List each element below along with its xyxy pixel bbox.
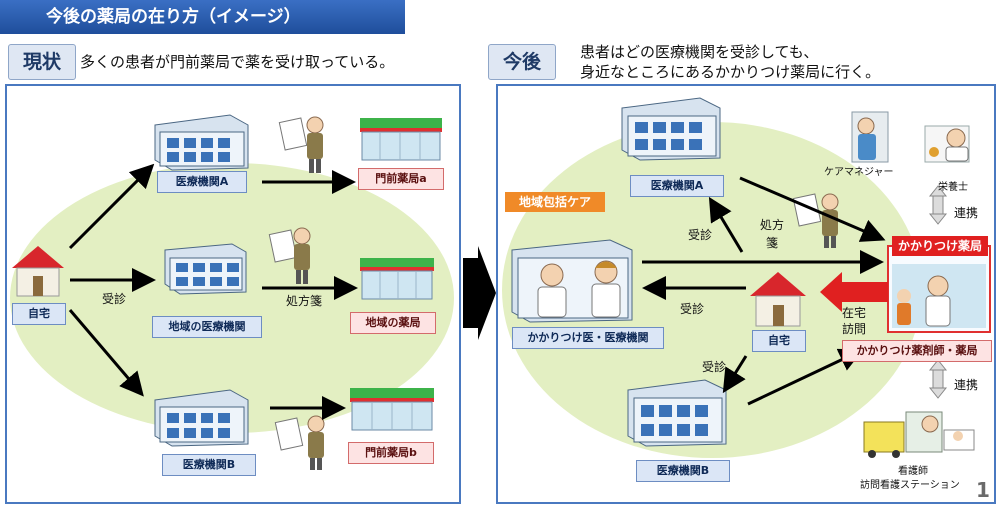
label-pharmacy-b: 門前薬局b: [348, 442, 434, 464]
patient-with-prescription-icon-2: [268, 227, 311, 284]
label-future-consult-mid: 受診: [680, 302, 705, 316]
label-visiting-nurse-station: 訪問看護ステーション: [860, 480, 960, 491]
label-hospital-local: 地域の医療機関: [152, 316, 262, 338]
label-family-pharmacist: かかりつけ薬剤師・薬局: [842, 340, 992, 362]
label-pharmacy-a: 門前薬局a: [358, 168, 444, 190]
home-visit-arrow: [820, 272, 888, 312]
label-family-doctor: かかりつけ医・医療機関: [512, 327, 664, 349]
label-hospital-b: 医療機関B: [162, 454, 256, 476]
label-pharmacy-sign: かかりつけ薬局: [892, 236, 988, 256]
cooperation-arrow-top-icon: [928, 185, 948, 225]
hospital-b-building-icon: [154, 389, 249, 447]
transition-arrow: [463, 246, 496, 340]
future-hospital-a-building-icon: [621, 97, 721, 161]
pharmacy-b-building-icon: [350, 388, 434, 431]
future-patient-with-prescription-icon: [792, 193, 839, 248]
label-dietitian: 栄養士: [938, 182, 968, 193]
label-future-consult-bottom: 受診: [702, 360, 727, 374]
family-pharmacy-building-icon: [887, 245, 991, 333]
label-future-hospital-a: 医療機関A: [630, 175, 724, 197]
current-home-icon: [12, 246, 64, 297]
label-home-visit-line2: 訪問: [842, 322, 867, 336]
current-ellipse: [10, 163, 454, 433]
label-future-home: 自宅: [752, 330, 806, 352]
future-message-line1: 患者はどの医療機関を受診しても、: [580, 43, 819, 61]
hospital-a-building-icon: [154, 114, 249, 171]
label-cooperation-bottom: 連携: [954, 378, 979, 392]
care-manager-icon: [851, 111, 889, 163]
label-care-manager: ケアマネジャー: [824, 167, 894, 178]
label-prescription: 処方箋: [286, 294, 323, 308]
visiting-nurse-station-icon: [863, 411, 975, 458]
label-current-home: 自宅: [12, 303, 66, 325]
arrow-hospital-b-to-pharmacy: [747, 348, 864, 406]
patient-with-prescription-icon-1: [278, 116, 324, 173]
arrow-home-to-future-hospital-a: [708, 196, 744, 253]
cooperation-arrow-bottom-icon: [928, 359, 948, 399]
label-consult: 受診: [102, 292, 127, 306]
label-community-care: 地域包括ケア: [505, 192, 605, 212]
page-number: 1: [976, 478, 990, 502]
future-hospital-b-building-icon: [627, 379, 727, 447]
pharmacy-a-building-icon: [360, 118, 442, 161]
label-home-visit-line1: 在宅: [842, 306, 867, 320]
future-tag: 今後: [488, 44, 556, 80]
arrow-hospital-a-to-pharmacy: [739, 176, 886, 242]
future-message-line2: 身近なところにあるかかりつけ薬局に行く。: [580, 63, 881, 81]
label-cooperation-top: 連携: [954, 206, 979, 220]
label-prescription-line2: 箋: [766, 236, 779, 250]
current-tag: 現状: [8, 44, 76, 80]
label-future-hospital-b: 医療機関B: [636, 460, 730, 482]
arrow-home-to-hospital-a: [68, 163, 155, 250]
pharmacy-local-building-icon: [360, 258, 434, 300]
label-nurse: 看護師: [898, 466, 928, 477]
page-title: 今後の薬局の在り方（イメージ）: [0, 0, 405, 34]
label-pharmacy-local: 地域の薬局: [350, 312, 436, 334]
patient-with-prescription-icon-3: [274, 415, 325, 470]
dietitian-icon: [924, 125, 970, 163]
label-prescription-line1: 処方: [760, 218, 785, 232]
future-home-icon: [750, 272, 806, 327]
current-message: 多くの患者が門前薬局で薬を受け取っている。: [80, 53, 395, 71]
family-doctor-clinic-icon: [511, 239, 633, 323]
label-hospital-a: 医療機関A: [157, 171, 247, 193]
hospital-local-building-icon: [164, 243, 247, 295]
arrow-home-to-future-hospital-b: [722, 355, 748, 394]
arrow-home-to-hospital-b: [68, 309, 144, 397]
label-future-consult-top: 受診: [688, 228, 713, 242]
